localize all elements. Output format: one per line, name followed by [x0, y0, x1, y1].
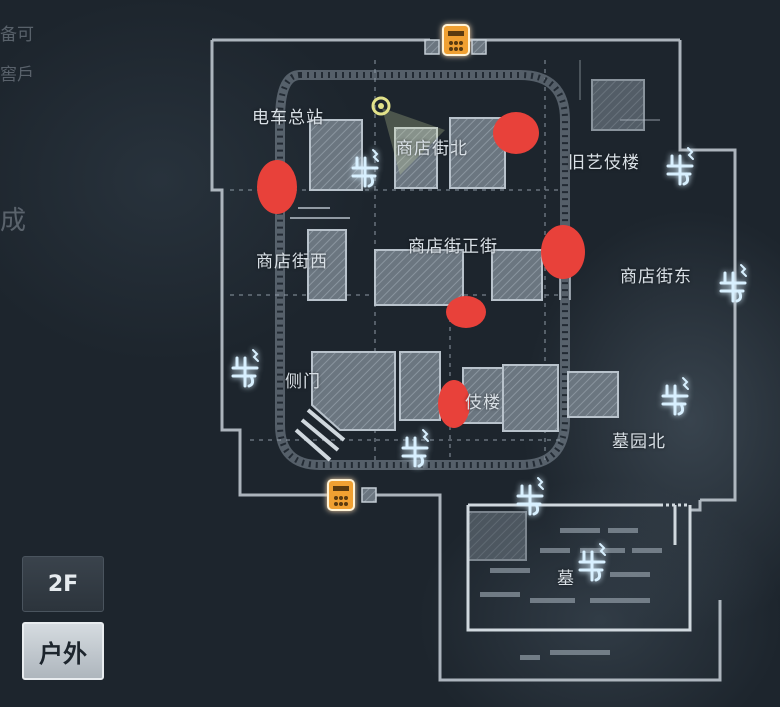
label-side-gate: 侧门: [285, 372, 321, 392]
gate-block: [471, 39, 487, 55]
interior-fragments: [290, 60, 660, 300]
window-icon: [231, 349, 259, 388]
gate-block: [361, 487, 377, 503]
floor-label: 户外: [39, 639, 87, 668]
window-icon: [719, 264, 747, 303]
red-marker: [493, 112, 539, 154]
window-icon: [351, 149, 379, 188]
window-icon: [666, 147, 694, 186]
window-icon: [661, 377, 689, 416]
buildings: [307, 79, 645, 561]
label-tram-station: 电车总站: [252, 108, 324, 128]
label-old-theater: 旧艺伎楼: [568, 153, 640, 173]
label-shop-east: 商店街东: [620, 267, 692, 287]
edge-fragment: 成: [0, 206, 27, 236]
label-shop-west: 商店街西: [256, 252, 328, 272]
lamp-icon: [371, 96, 445, 175]
floor-button-2f[interactable]: 2F: [22, 556, 104, 612]
generator-icon: [442, 24, 470, 56]
generator-icon: [327, 479, 355, 511]
cemetery-walls: [466, 503, 692, 632]
floor-button-outdoor[interactable]: 户外: [22, 622, 104, 680]
red-marker: [257, 160, 297, 214]
window-icon: [516, 477, 544, 516]
red-marker: [446, 296, 486, 328]
outer-walls: [210, 38, 737, 682]
window-icons: [231, 147, 747, 582]
edge-fragment: 窖戶: [0, 65, 34, 85]
label-shop-main: 商店街正街: [408, 237, 498, 257]
tram-track: [275, 70, 570, 470]
floor-label: 2F: [47, 571, 79, 597]
red-marker: [438, 380, 470, 428]
edge-fragment: 备可: [0, 25, 34, 45]
window-icon: [401, 429, 429, 468]
label-cemetery: 墓: [557, 569, 575, 589]
stairs: [294, 408, 346, 462]
red-markers: [257, 112, 585, 428]
label-shop-north: 商店街北: [396, 139, 468, 159]
label-theater: 伎楼: [465, 393, 501, 413]
red-marker: [541, 225, 585, 279]
gate-block: [424, 39, 440, 55]
window-icon: [578, 543, 606, 582]
label-cemetery-north: 墓园北: [612, 432, 666, 452]
